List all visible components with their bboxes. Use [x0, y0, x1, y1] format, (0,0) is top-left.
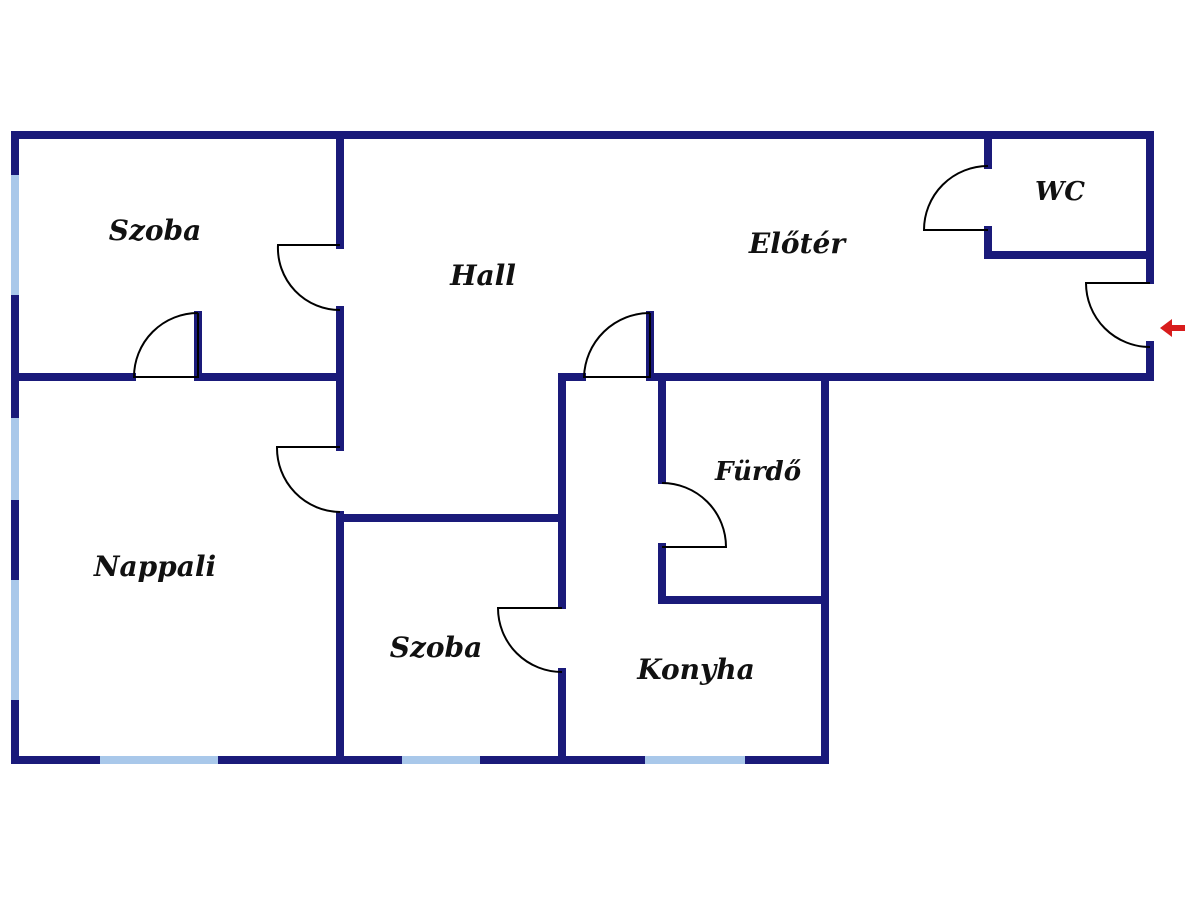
- room-label-eloter: Előtér: [748, 227, 847, 260]
- room-label-szoba-bottom: Szoba: [390, 631, 483, 664]
- room-label-furdo: Fürdő: [714, 457, 801, 487]
- door-furdo: [661, 482, 728, 548]
- door-wc: [922, 165, 989, 231]
- door-szoba-hall: [276, 244, 341, 312]
- windows: [11, 175, 745, 764]
- entrance-arrow-icon: [1160, 319, 1185, 337]
- door-entrance: [1084, 282, 1151, 348]
- door-nappali-hall: [275, 446, 341, 513]
- room-label-nappali: Nappali: [93, 550, 216, 583]
- door-szoba-konyha: [496, 607, 563, 673]
- room-label-konyha: Konyha: [636, 653, 755, 686]
- room-label-szoba-top: Szoba: [109, 214, 202, 247]
- room-label-hall: Hall: [449, 259, 516, 292]
- door-szoba-nappali: [132, 312, 199, 378]
- room-label-wc: WC: [1035, 177, 1085, 207]
- door-corridor: [582, 312, 651, 378]
- doors: [132, 165, 1151, 673]
